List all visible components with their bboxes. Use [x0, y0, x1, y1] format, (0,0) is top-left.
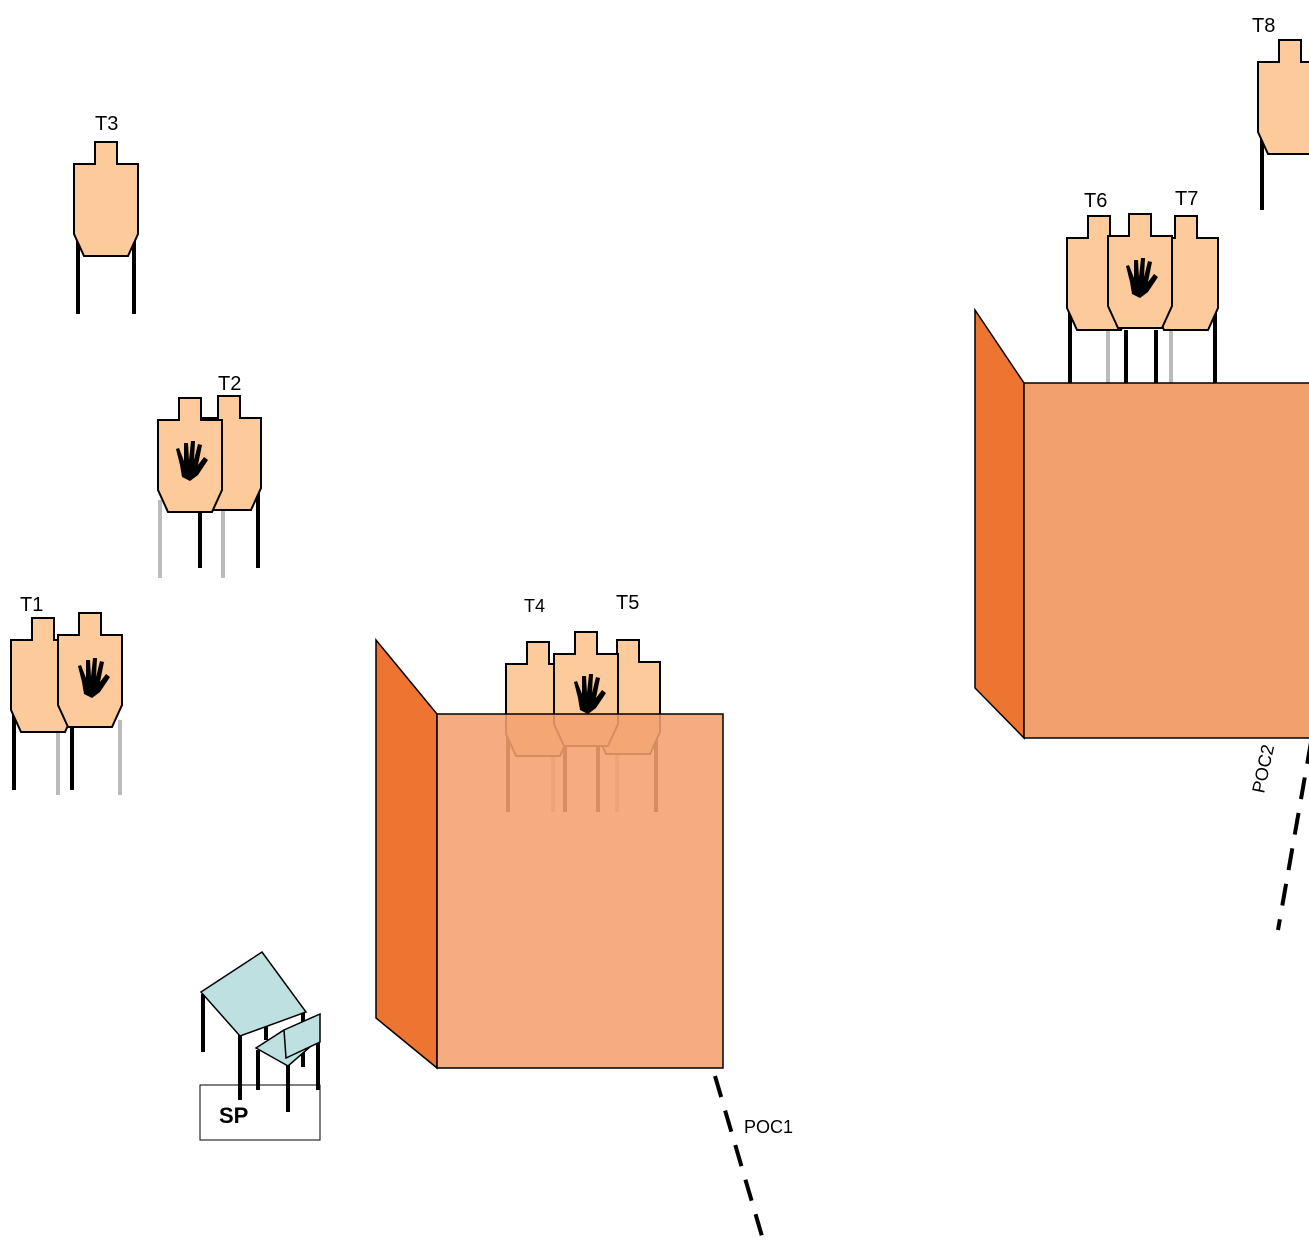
target-t6: T6 [1066, 190, 1132, 395]
target-label-t6: T6 [1084, 190, 1107, 212]
target-label-t7: T7 [1175, 188, 1198, 210]
target-t7: T7 [1153, 188, 1219, 395]
target-t1: T1 [10, 594, 123, 795]
poc1-label: POC1 [744, 1117, 793, 1137]
target-t8: T8 [1252, 15, 1309, 210]
barrier-wall-2: T7 T6 [974, 188, 1309, 740]
point-of-cover-1: POC1 [713, 1075, 793, 1243]
start-position-label: SP [219, 1103, 248, 1128]
target-label-t5: T5 [616, 592, 639, 614]
barrier-wall-1: T5 T4 [375, 592, 724, 1070]
target-t3: T3 [73, 113, 139, 314]
chair-icon [254, 1012, 321, 1112]
target-label-t1: T1 [20, 594, 43, 616]
target-label-t2: T2 [218, 373, 241, 395]
target-label-t4: T4 [524, 596, 545, 616]
target-label-t8: T8 [1252, 15, 1275, 37]
target-label-t3: T3 [95, 113, 118, 135]
point-of-cover-2: POC2 [1248, 741, 1309, 931]
start-position: SP [199, 950, 321, 1141]
no-shoot-t6-t7 [1107, 213, 1173, 386]
poc2-label: POC2 [1248, 743, 1278, 795]
table-icon [199, 950, 308, 1100]
target-t2: T2 [157, 373, 262, 578]
